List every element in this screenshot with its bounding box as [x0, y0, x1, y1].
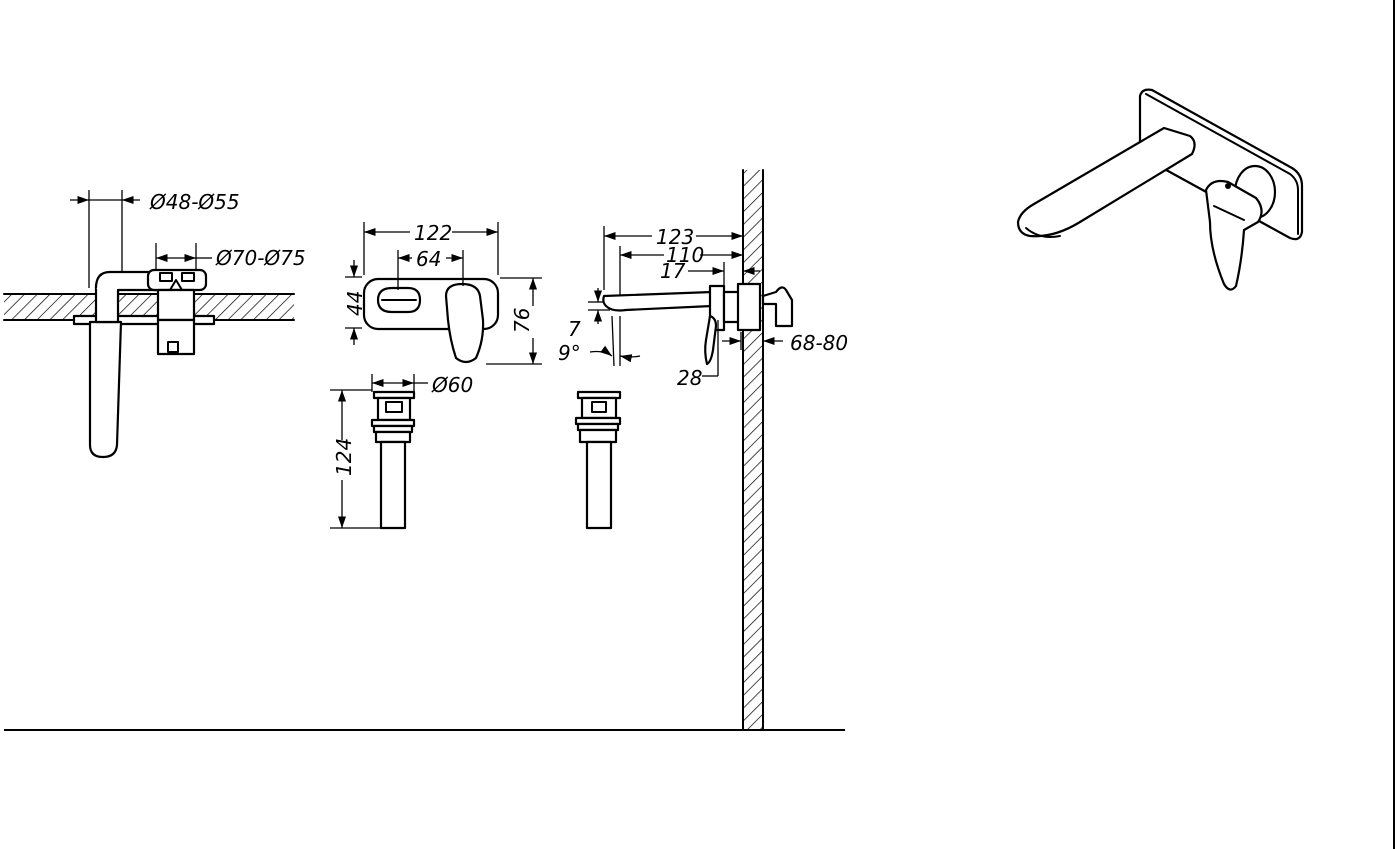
- wall-hatch: [743, 170, 763, 730]
- dim-124: 124: [332, 438, 356, 476]
- dim-d70-75: Ø70-Ø75: [215, 246, 306, 270]
- dim-122: 122: [414, 221, 452, 245]
- dim-7: 7: [568, 317, 581, 341]
- waste-front: Ø60 124: [330, 373, 473, 530]
- dim-76: 76: [510, 308, 534, 333]
- dim-17: 17: [660, 259, 686, 283]
- dim-44: 44: [343, 291, 367, 316]
- waste-side: [574, 390, 622, 530]
- dim-64: 64: [416, 247, 441, 271]
- dim-123: 123: [656, 225, 694, 249]
- dim-68-80: 68-80: [790, 331, 848, 355]
- front-view: 122 64 44 76: [343, 221, 542, 365]
- dim-9deg: 9°: [558, 341, 581, 365]
- side-view: 123 110 17 7 9° 28 68-80: [558, 169, 848, 731]
- dim-d48-55: Ø48-Ø55: [149, 190, 240, 214]
- dim-d60: Ø60: [431, 373, 473, 397]
- product-3d-view: [1016, 88, 1304, 291]
- top-view: Ø48-Ø55 Ø70-Ø75: [3, 190, 306, 459]
- dim-110: 110: [666, 243, 704, 267]
- dim-28: 28: [677, 366, 702, 390]
